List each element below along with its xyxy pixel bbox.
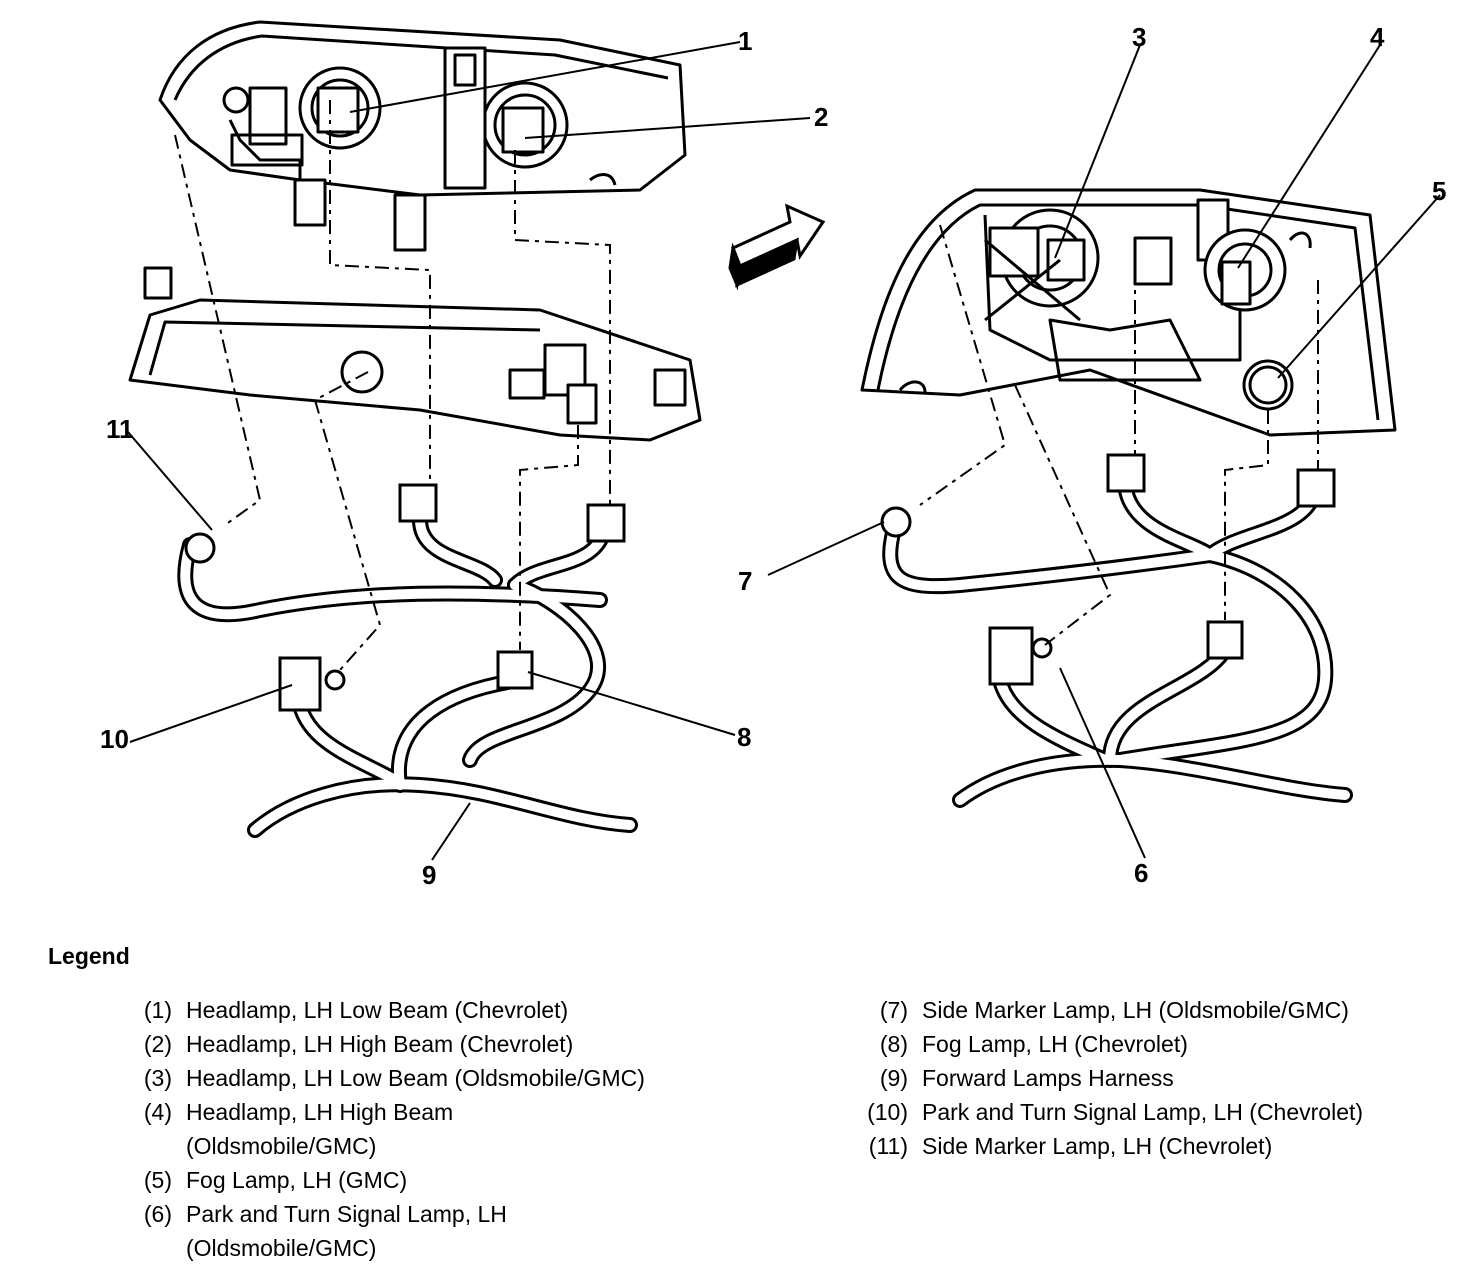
callout-8: 8 bbox=[737, 722, 751, 752]
legend-item: (3) Headlamp, LH Low Beam (Oldsmobile/GM… bbox=[112, 1061, 832, 1095]
legend-description: Fog Lamp, LH (Chevrolet) bbox=[922, 1031, 1188, 1057]
legend-column-right: (7) Side Marker Lamp, LH (Oldsmobile/GMC… bbox=[848, 993, 1468, 1163]
legend-number: (6) bbox=[143, 1201, 172, 1227]
callout-4: 4 bbox=[1370, 22, 1385, 52]
chevrolet-harness-inner bbox=[180, 515, 635, 835]
legend-number: (10) bbox=[867, 1099, 908, 1125]
callout-3: 3 bbox=[1132, 22, 1146, 52]
oldsmobile-gmc-headlamp-assembly bbox=[860, 188, 1397, 437]
legend-number: (4) bbox=[143, 1099, 172, 1125]
callout-2: 2 bbox=[814, 102, 828, 132]
oldsmobile-gmc-connectors bbox=[880, 453, 1336, 686]
legend-item: (9) Forward Lamps Harness bbox=[848, 1061, 1468, 1095]
chevrolet-park-turn-lamp bbox=[128, 266, 702, 442]
callout-6: 6 bbox=[1134, 858, 1148, 888]
legend-number: (5) bbox=[143, 1167, 172, 1193]
legend-item: (5) Fog Lamp, LH (GMC) bbox=[112, 1163, 832, 1197]
legend-description: Side Marker Lamp, LH (Oldsmobile/GMC) bbox=[922, 997, 1349, 1023]
legend-item: (7) Side Marker Lamp, LH (Oldsmobile/GMC… bbox=[848, 993, 1468, 1027]
legend-description: Park and Turn Signal Lamp, LH (Chevrolet… bbox=[922, 1099, 1364, 1125]
callout-9: 9 bbox=[422, 860, 436, 890]
legend-item: (2) Headlamp, LH High Beam (Chevrolet) bbox=[112, 1027, 832, 1061]
chevrolet-connectors bbox=[184, 483, 626, 712]
legend-description: Headlamp, LH Low Beam (Oldsmobile/GMC) bbox=[186, 1065, 645, 1091]
legend-number: (11) bbox=[868, 1133, 908, 1159]
legend-item: (10) Park and Turn Signal Lamp, LH (Chev… bbox=[848, 1095, 1468, 1129]
callout-numbers: 1 2 3 4 5 6 7 8 9 10 11 bbox=[100, 22, 1446, 890]
oldsmobile-gmc-routing-lines bbox=[919, 224, 1319, 646]
legend-description: Headlamp, LH Low Beam (Chevrolet) bbox=[186, 997, 569, 1023]
legend-number: (7) bbox=[879, 997, 908, 1023]
chevrolet-routing-lines bbox=[174, 100, 611, 671]
legend-number: (2) bbox=[143, 1031, 172, 1057]
legend-item: (4) Headlamp, LH High Beam(Oldsmobile/GM… bbox=[112, 1095, 832, 1163]
chevrolet-headlamp-assembly bbox=[158, 20, 687, 252]
callout-leaders bbox=[127, 41, 1441, 861]
legend-description: Headlamp, LH High Beam(Oldsmobile/GMC) bbox=[186, 1099, 454, 1159]
legend-number: (3) bbox=[143, 1065, 172, 1091]
legend-number: (8) bbox=[879, 1031, 908, 1057]
legend-number: (9) bbox=[879, 1065, 908, 1091]
legend-column-left: (1) Headlamp, LH Low Beam (Chevrolet) (2… bbox=[112, 993, 832, 1265]
legend-description: Park and Turn Signal Lamp, LH(Oldsmobile… bbox=[186, 1201, 507, 1261]
legend-item: (11) Side Marker Lamp, LH (Chevrolet) bbox=[848, 1129, 1468, 1163]
legend-item: (8) Fog Lamp, LH (Chevrolet) bbox=[848, 1027, 1468, 1061]
callout-11: 11 bbox=[106, 414, 134, 444]
callout-10: 10 bbox=[100, 724, 129, 754]
direction-arrow bbox=[728, 203, 826, 291]
callout-5: 5 bbox=[1432, 176, 1446, 206]
legend-item: (1) Headlamp, LH Low Beam (Chevrolet) bbox=[112, 993, 832, 1027]
legend-item: (6) Park and Turn Signal Lamp, LH(Oldsmo… bbox=[112, 1197, 832, 1265]
legend-description: Fog Lamp, LH (GMC) bbox=[186, 1167, 408, 1193]
oldsmobile-gmc-harness-inner bbox=[885, 475, 1350, 805]
legend-number: (1) bbox=[143, 997, 172, 1023]
legend-description: Forward Lamps Harness bbox=[922, 1065, 1174, 1091]
callout-7: 7 bbox=[738, 566, 752, 596]
callout-1: 1 bbox=[738, 26, 752, 56]
legend-title: Legend bbox=[48, 943, 130, 969]
legend-description: Side Marker Lamp, LH (Chevrolet) bbox=[922, 1133, 1273, 1159]
wiring-diagram: 1 2 3 4 5 6 7 8 9 10 11 bbox=[100, 20, 1446, 890]
legend-description: Headlamp, LH High Beam (Chevrolet) bbox=[186, 1031, 574, 1057]
